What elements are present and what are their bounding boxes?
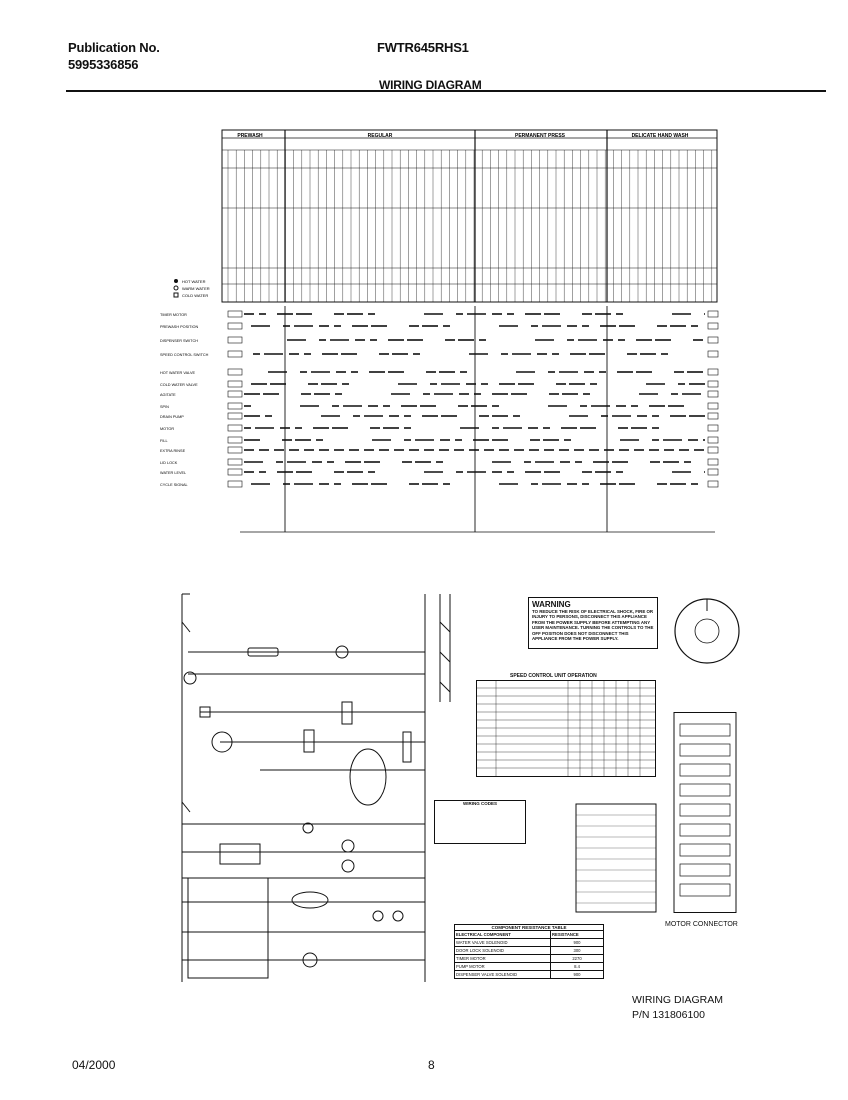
component-resistance-table: COMPONENT RESISTANCE TABLE ELECTRICAL CO… bbox=[454, 924, 604, 979]
resistance-row: WATER VALVE SOLENOID 900 bbox=[455, 939, 603, 946]
component-label: HOT WATER VALVE bbox=[160, 371, 195, 375]
resistance-component: DOOR LOCK SOLENOID bbox=[455, 947, 551, 954]
component-label: FILL bbox=[160, 439, 168, 443]
electrical-schematic bbox=[181, 593, 451, 982]
component-label: AGITATE bbox=[160, 393, 176, 397]
footer-date: 04/2000 bbox=[72, 1058, 116, 1072]
component-label: COLD WATER VALVE bbox=[160, 383, 198, 387]
speed-control-table bbox=[476, 680, 656, 777]
component-label: EXTRA RINSE bbox=[160, 449, 186, 453]
component-label: CYCLE SIGNAL bbox=[160, 483, 188, 487]
model-number: FWTR645RHS1 bbox=[377, 40, 469, 55]
resistance-title: COMPONENT RESISTANCE TABLE bbox=[455, 925, 603, 931]
component-label: WATER LEVEL bbox=[160, 471, 186, 475]
motor-connector-diagram bbox=[673, 712, 737, 913]
component-rows: TIMER MOTOR PREWASH POSITION DISPENSER SWI… bbox=[160, 306, 719, 532]
legend-warm: WARM WATER bbox=[182, 286, 210, 291]
component-label: LID LOCK bbox=[160, 461, 178, 465]
resistance-col-value: RESISTANCE bbox=[552, 932, 579, 937]
resistance-row: PUMP MOTOR 8.4 bbox=[455, 962, 603, 970]
resistance-row: DISPENSER VALVE SOLENOID 900 bbox=[455, 970, 603, 978]
warning-box: WARNING TO REDUCE THE RISK OF ELECTRICAL… bbox=[528, 597, 658, 649]
wiring-codes-box: WIRING CODES bbox=[434, 800, 526, 844]
component-label: DISPENSER SWITCH bbox=[160, 339, 198, 343]
water-temp-legend: HOT WATER WARM WATER COLD WATER bbox=[173, 279, 210, 298]
resistance-component: TIMER MOTOR bbox=[455, 955, 551, 962]
resistance-value: 900 bbox=[573, 972, 581, 977]
publication-number: 5995336856 bbox=[68, 57, 139, 72]
resistance-col-component: ELECTRICAL COMPONENT bbox=[455, 931, 551, 938]
timer-dial bbox=[674, 598, 740, 664]
warning-title: WARNING bbox=[532, 600, 571, 609]
page-title: WIRING DIAGRAM bbox=[379, 78, 482, 92]
component-label: TIMER MOTOR bbox=[160, 313, 187, 317]
resistance-component: DISPENSER VALVE SOLENOID bbox=[455, 971, 551, 978]
resistance-row: DOOR LOCK SOLENOID 300 bbox=[455, 946, 603, 954]
timer-step-grid bbox=[227, 150, 712, 302]
resistance-value: 300 bbox=[573, 948, 581, 953]
cycle-group-delicate: DELICATE HAND WASH bbox=[632, 133, 689, 139]
schematic-part-number: P/N 131806100 bbox=[632, 1009, 705, 1021]
cycle-group-permanent-press: PERMANENT PRESS bbox=[515, 133, 566, 139]
cycle-group-prewash: PREWASH bbox=[237, 133, 263, 139]
resistance-component: PUMP MOTOR bbox=[455, 963, 551, 970]
resistance-row: TIMER MOTOR 2270 bbox=[455, 954, 603, 962]
speed-control-title: SPEED CONTROL UNIT OPERATION bbox=[510, 673, 597, 679]
resistance-value: 8.4 bbox=[574, 964, 580, 969]
component-label: SPEED CONTROL SWITCH bbox=[160, 353, 209, 357]
resistance-value: 900 bbox=[573, 940, 581, 945]
publication-label: Publication No. bbox=[68, 40, 160, 55]
resistance-component: WATER VALVE SOLENOID bbox=[455, 939, 551, 946]
legend-cold: COLD WATER bbox=[182, 293, 208, 298]
component-label: DRAIN PUMP bbox=[160, 415, 184, 419]
footer-page-number: 8 bbox=[428, 1058, 435, 1072]
header-rule bbox=[66, 90, 826, 92]
timer-sequence-chart: PREWASH REGULAR PERMANENT PRESS DELICATE… bbox=[160, 129, 719, 533]
motor-connector-label: MOTOR CONNECTOR bbox=[665, 921, 738, 928]
warning-text: TO REDUCE THE RISK OF ELECTRICAL SHOCK, … bbox=[532, 609, 654, 642]
connector-position-table bbox=[575, 803, 657, 913]
resistance-value: 2270 bbox=[572, 956, 582, 961]
component-label: PREWASH POSITION bbox=[160, 325, 199, 329]
component-label: MOTOR bbox=[160, 427, 174, 431]
cycle-group-regular: REGULAR bbox=[368, 133, 393, 139]
component-label: SPIN bbox=[160, 405, 169, 409]
wiring-codes-title: WIRING CODES bbox=[462, 801, 497, 806]
schematic-title: WIRING DIAGRAM bbox=[632, 994, 723, 1006]
legend-hot: HOT WATER bbox=[182, 279, 206, 284]
